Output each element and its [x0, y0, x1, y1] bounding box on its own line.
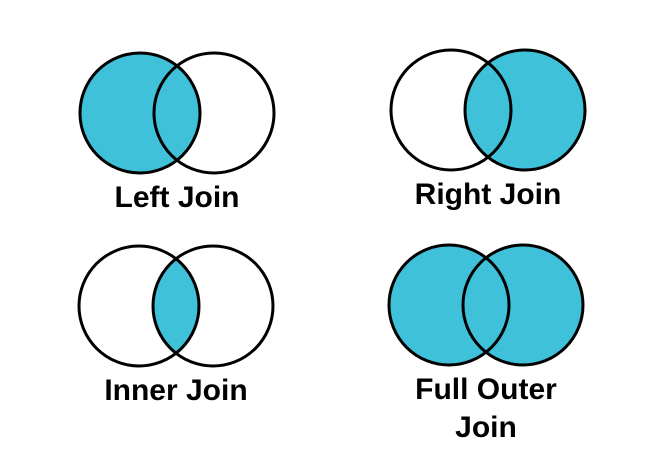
left-circle-outline: [77, 244, 201, 368]
inner-join-diagram: Inner Join: [58, 241, 294, 410]
left-join-label: Left Join: [114, 181, 240, 214]
right-circle-outline: [461, 243, 585, 367]
left-circle-outline: [389, 48, 513, 172]
full-outer-join-label: Full Outer Join: [415, 373, 557, 444]
inner-join-venn-icon: [77, 244, 275, 368]
left-circle-outline: [78, 51, 202, 175]
left-join-diagram: Left Join: [59, 48, 295, 217]
full-outer-join-venn-icon: [387, 243, 585, 367]
intersection-fill: [153, 258, 199, 354]
right-circle-outline: [151, 244, 275, 368]
inner-join-label: Inner Join: [104, 374, 248, 407]
left-circle-outline: [387, 243, 511, 367]
intersection-fill: [465, 62, 511, 158]
intersection-fill: [463, 257, 509, 353]
right-join-diagram: Right Join: [370, 45, 606, 214]
right-circle-outline: [152, 51, 276, 175]
intersection-fill: [154, 65, 200, 161]
full-outer-join-diagram: Full Outer Join: [368, 240, 604, 447]
left-join-venn-icon: [78, 51, 276, 175]
right-join-venn-icon: [389, 48, 587, 172]
right-circle-outline: [463, 48, 587, 172]
right-join-label: Right Join: [414, 178, 562, 211]
